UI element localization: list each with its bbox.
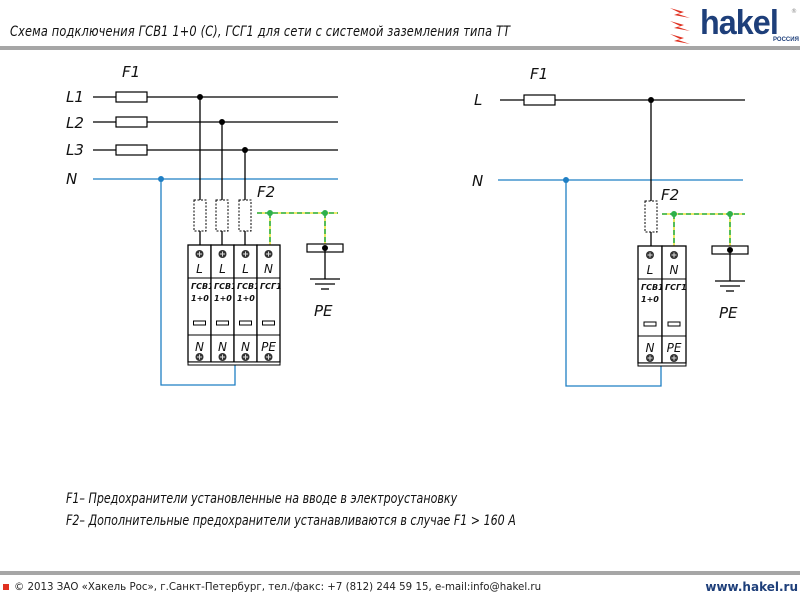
logo-registered-mark: ®	[791, 8, 797, 15]
module-top-terminal-label: L	[219, 262, 226, 276]
spd-module: L ГСВ1 1+0N	[187, 244, 214, 363]
terminal-screw-icon	[264, 353, 273, 361]
module-rating-label: 1+0	[191, 294, 209, 303]
terminal-screw-icon	[670, 354, 678, 362]
module-rating-label: 1+0	[214, 294, 232, 303]
phase-label-l2: L2	[66, 114, 84, 132]
header-divider	[0, 46, 800, 50]
note-f1: F1– Предохранители установленные на ввод…	[66, 491, 458, 507]
module-rating-label: 1+0	[237, 294, 255, 303]
din-rail	[187, 361, 281, 366]
fuse-f1-l2	[115, 116, 148, 128]
module-name-label: ГСГ1	[665, 283, 687, 292]
f2-label-left: F2	[257, 183, 275, 201]
terminal-screw-icon	[195, 250, 204, 258]
neutral-label-right: N	[472, 172, 483, 190]
logo-brand: hakel	[700, 4, 779, 42]
module-bottom-terminal-label: PE	[261, 340, 276, 354]
status-indicator	[667, 321, 681, 327]
phase-label-l1: L1	[66, 88, 84, 106]
terminal-screw-icon	[670, 251, 678, 259]
status-indicator	[193, 320, 206, 326]
terminal-screw-icon	[646, 354, 654, 362]
terminal-screw-icon	[646, 251, 654, 259]
fuse-f2-right	[644, 200, 658, 233]
pe-wire-right	[662, 211, 745, 249]
fuse-f2-3	[238, 199, 252, 232]
phase-label-l3: L3	[66, 141, 84, 159]
module-name-label: ГСВ1	[237, 282, 260, 291]
spd-module: L ГСВ1 1+0N	[210, 244, 237, 363]
module-top-terminal-label: N	[264, 262, 273, 276]
notes: F1– Предохранители установленные на ввод…	[66, 488, 516, 532]
din-rail	[637, 362, 687, 367]
module-top-terminal-label: L	[196, 262, 203, 276]
module-top-terminal-label: L	[647, 263, 654, 277]
module-name-label: ГСВ1	[214, 282, 237, 291]
module-rating-label: 1+0	[641, 295, 659, 304]
terminal-screw-icon	[218, 353, 227, 361]
wire-neutral-drop-left	[160, 179, 236, 386]
footer: © 2013 ЗАО «Хакель Рос», г.Санкт-Петербу…	[0, 580, 800, 598]
left-diagram: F1 L1 L2 L3 N F2	[66, 63, 344, 386]
module-name-label: ГСГ1	[260, 282, 282, 291]
terminal-screw-icon	[218, 250, 227, 258]
footer-divider	[0, 571, 800, 575]
f1-label-right: F1	[530, 65, 548, 83]
module-name-label: ГСВ1	[641, 283, 664, 292]
status-indicator	[216, 320, 229, 326]
terminal-screw-icon	[195, 353, 204, 361]
module-bottom-terminal-label: N	[241, 340, 250, 354]
terminal-screw-icon	[264, 250, 273, 258]
module-top-terminal-label: L	[242, 262, 249, 276]
neutral-label-left: N	[66, 170, 77, 188]
ground-symbol-left	[310, 278, 340, 290]
pe-label-left: PE	[314, 302, 333, 320]
pe-wire-left	[257, 210, 338, 246]
terminal-screw-icon	[241, 250, 250, 258]
ground-symbol-right	[715, 280, 745, 292]
fuse-f2-1	[193, 199, 207, 232]
footer-bullet-icon	[3, 584, 9, 590]
pe-label-right: PE	[719, 304, 738, 322]
f2-label-right: F2	[661, 186, 679, 204]
status-indicator	[239, 320, 252, 326]
module-bottom-terminal-label: N	[646, 341, 655, 355]
page-title: Схема подключения ГСВ1 1+0 (C), ГСГ1 для…	[10, 24, 511, 40]
status-indicator	[262, 320, 275, 326]
fuse-f1-l	[523, 94, 556, 106]
footer-copyright: © 2013 ЗАО «Хакель Рос», г.Санкт-Петербу…	[14, 580, 542, 593]
fuse-f1-l3	[115, 144, 148, 156]
logo-subtitle: РОССИЯ	[773, 37, 799, 43]
phase-label-l: L	[474, 91, 482, 109]
terminal-screw-icon	[241, 353, 250, 361]
fuse-f2-2	[215, 199, 229, 232]
module-bottom-terminal-label: N	[195, 340, 204, 354]
f1-label-left: F1	[122, 63, 140, 81]
spd-module: L ГСВ1 1+0N	[637, 245, 664, 364]
status-indicator	[643, 321, 657, 327]
note-f2: F2– Дополнительные предохранители устана…	[66, 513, 516, 529]
spd-module: L ГСВ1 1+0N	[233, 244, 260, 363]
module-top-terminal-label: N	[670, 263, 679, 277]
module-bottom-terminal-label: PE	[667, 341, 682, 355]
fuse-f1-l1	[115, 91, 148, 103]
wire-neutral-drop-right	[565, 180, 662, 387]
website-link[interactable]: www.hakel.ru	[705, 580, 798, 594]
lightning-bolts-icon	[670, 8, 690, 44]
module-bottom-terminal-label: N	[218, 340, 227, 354]
module-name-label: ГСВ1	[191, 282, 214, 291]
hakel-logo[interactable]: hakel РОССИЯ ®	[660, 4, 800, 44]
